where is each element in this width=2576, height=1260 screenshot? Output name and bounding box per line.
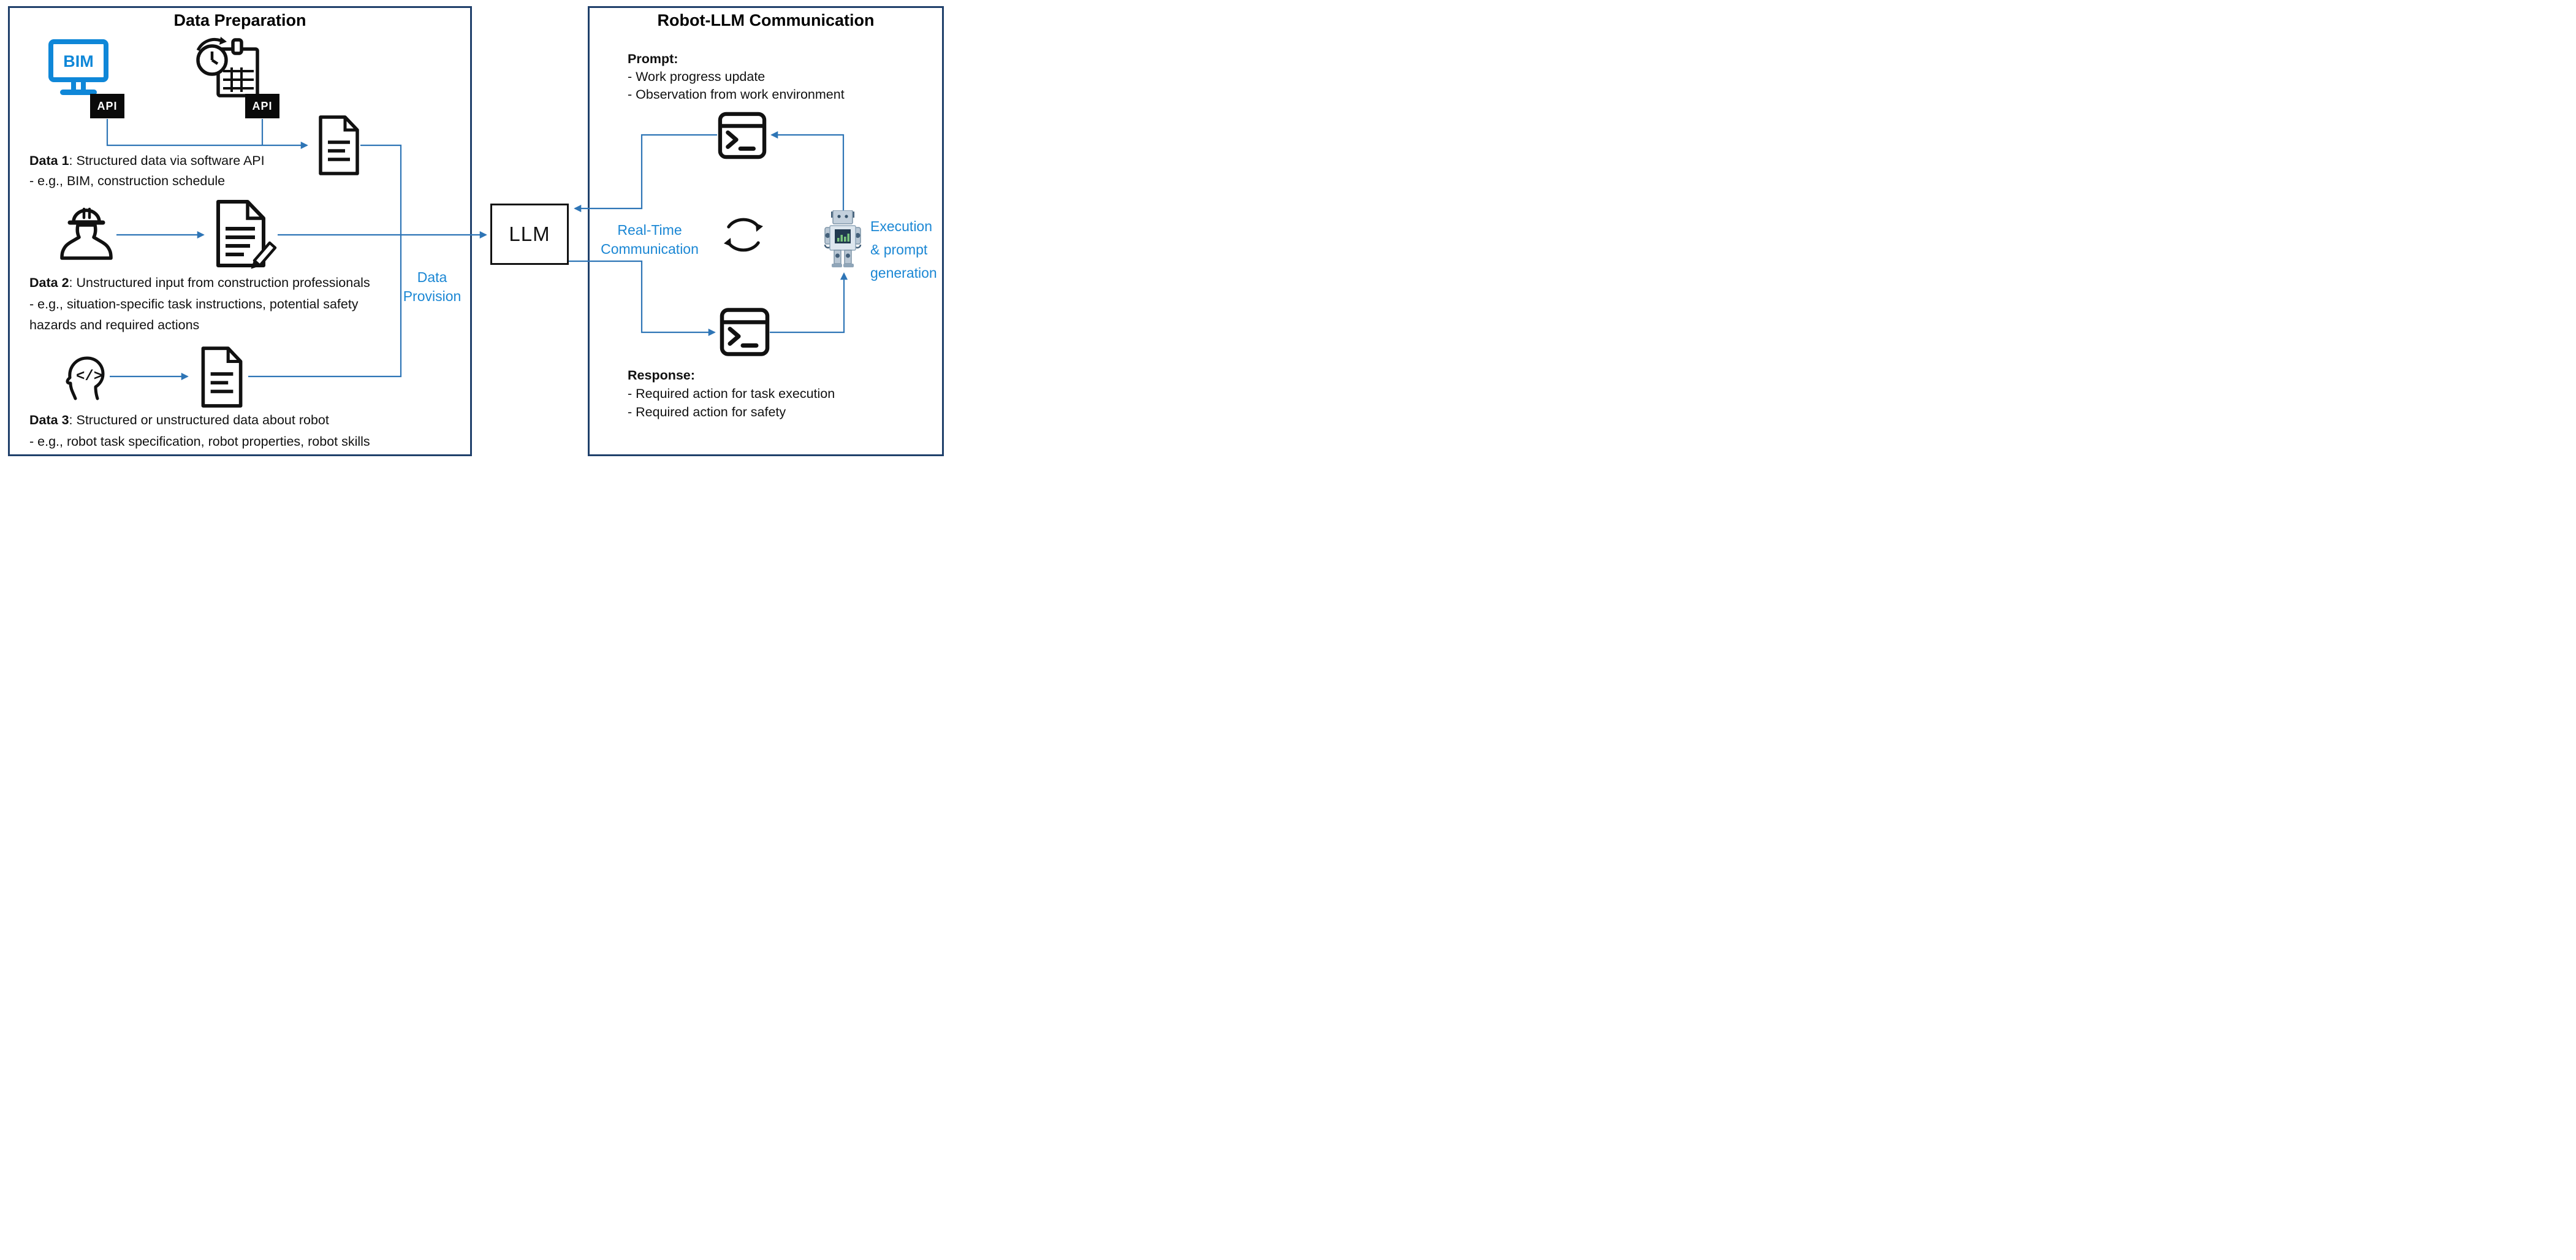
prompt-item-1: - Work progress update <box>628 69 766 84</box>
bim-monitor-icon: BIM <box>48 39 109 101</box>
document-icon-data1 <box>316 115 361 176</box>
data1-label: Data 1 <box>29 153 69 168</box>
execution-line1: Execution <box>870 218 933 234</box>
api-badge-schedule: API <box>245 94 279 118</box>
prompt-item-2: - Observation from work environment <box>628 87 845 102</box>
data1-desc: : Structured data via software API <box>69 153 265 168</box>
data1-example: - e.g., BIM, construction schedule <box>29 174 226 188</box>
execution-line2: & prompt <box>870 242 928 258</box>
bim-screen-label: BIM <box>63 52 94 71</box>
data-provision-line2: Provision <box>403 288 462 304</box>
execution-line3: generation <box>870 265 937 281</box>
llm-label: LLM <box>509 223 550 245</box>
data3-desc: : Structured or unstructured data about … <box>69 413 329 427</box>
real-time-communication-label: Real-Time Communication <box>598 221 702 259</box>
prompt-heading: Prompt: <box>628 52 678 66</box>
api-badge-bim-label: API <box>97 99 118 112</box>
real-time-line1: Real-Time <box>617 222 682 238</box>
construction-worker-icon <box>59 203 114 262</box>
cycle-icon <box>719 208 768 261</box>
data3-text: Data 3: Structured or unstructured data … <box>29 410 370 452</box>
robot-llm-communication-panel <box>588 6 944 456</box>
svg-text:</>: </> <box>76 368 102 385</box>
data-provision-label: Data Provision <box>398 268 466 306</box>
data1-line1: Data 1: Structured data via software API <box>29 151 265 171</box>
document-icon-data3 <box>195 346 248 408</box>
response-item-1: - Required action for task execution <box>628 386 835 401</box>
data3-line1: Data 3: Structured or unstructured data … <box>29 410 370 431</box>
data1-text: Data 1: Structured data via software API… <box>29 151 265 191</box>
data2-desc: : Unstructured input from construction p… <box>69 275 370 290</box>
api-badge-schedule-label: API <box>252 99 273 112</box>
data3-label: Data 3 <box>29 413 69 427</box>
llm-box: LLM <box>490 204 569 265</box>
data-provision-line1: Data <box>417 269 447 285</box>
document-pencil-icon-data2 <box>212 198 278 270</box>
head-code-icon: </> <box>60 354 109 401</box>
schedule-clock-icon <box>195 37 262 99</box>
response-heading: Response: <box>628 368 695 383</box>
data2-line1: Data 2: Unstructured input from construc… <box>29 272 370 294</box>
prompt-text: Prompt: - Work progress update - Observa… <box>628 50 845 104</box>
data2-example-line2: hazards and required actions <box>29 318 200 332</box>
data2-example-line1: - e.g., situation-specific task instruct… <box>29 296 359 311</box>
execution-prompt-generation-label: Execution & prompt generation <box>870 215 943 284</box>
response-item-2: - Required action for safety <box>628 405 786 419</box>
left-panel-title: Data Preparation <box>173 11 306 29</box>
right-panel-title: Robot-LLM Communication <box>657 11 875 29</box>
data2-label: Data 2 <box>29 275 69 290</box>
robot-icon <box>823 210 863 269</box>
diagram-canvas: Data Preparation Robot-LLM Communication… <box>0 0 947 463</box>
api-badge-bim: API <box>90 94 124 118</box>
data2-text: Data 2: Unstructured input from construc… <box>29 272 370 336</box>
terminal-icon-prompt <box>717 112 767 159</box>
real-time-line2: Communication <box>601 241 699 257</box>
data3-example: - e.g., robot task specification, robot … <box>29 433 370 449</box>
terminal-icon-response <box>720 307 770 357</box>
response-text: Response: - Required action for task exe… <box>628 366 835 421</box>
